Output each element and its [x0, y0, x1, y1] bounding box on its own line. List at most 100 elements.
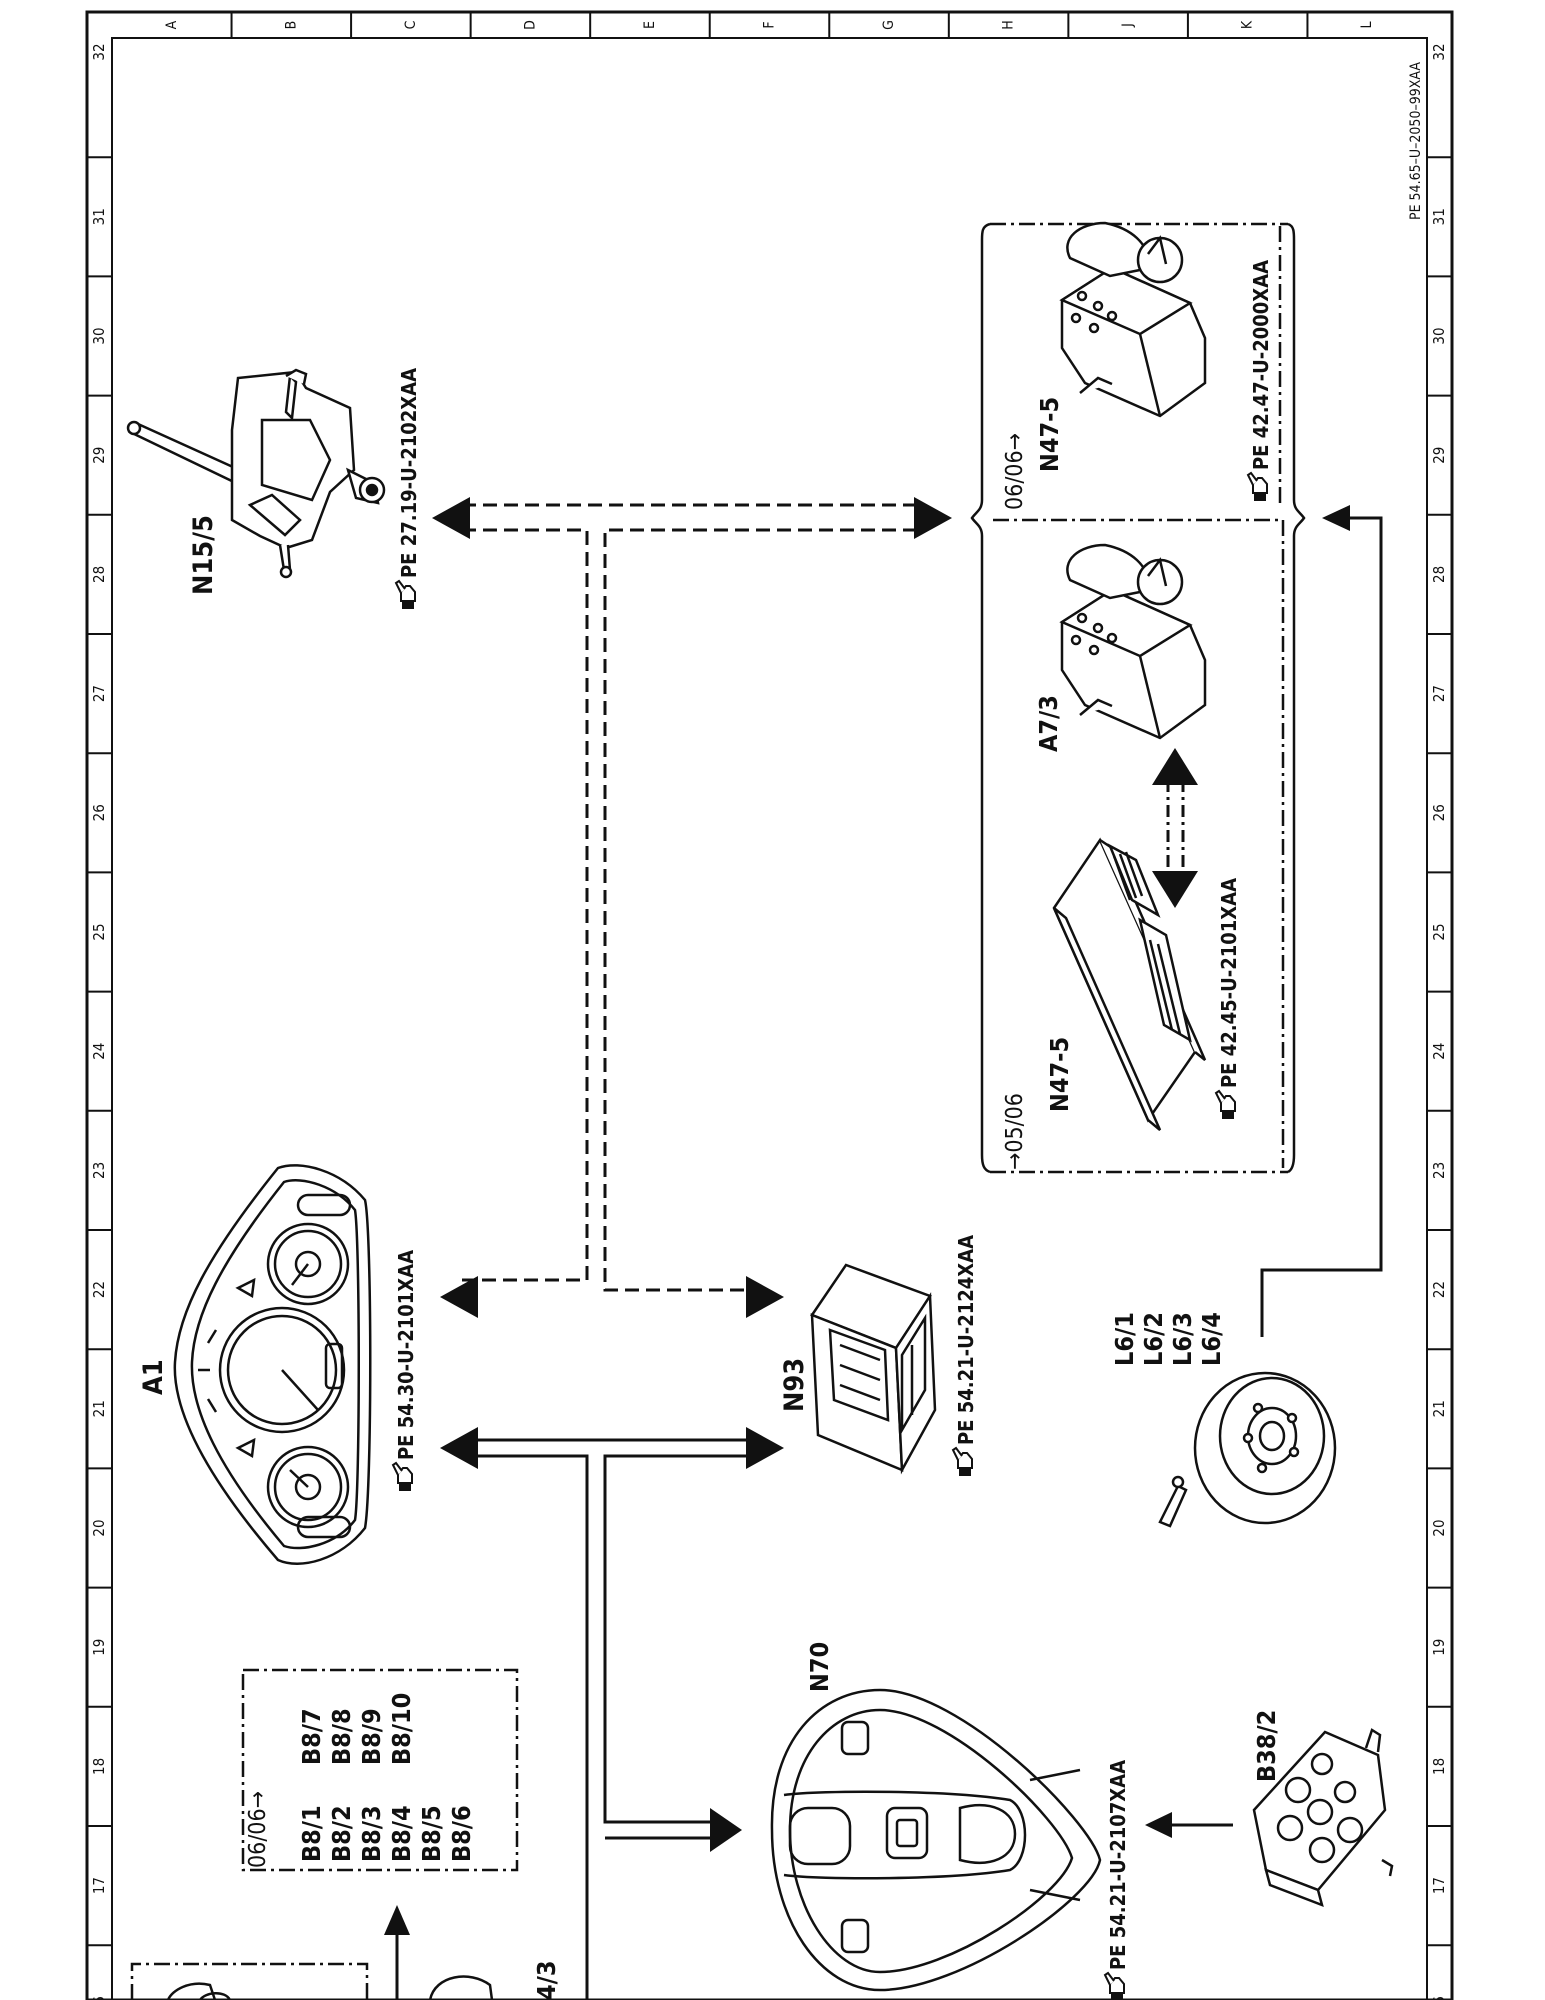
frame-row-number: 20: [90, 1519, 108, 1536]
frame-row-number: 16: [90, 1996, 108, 2000]
frame-row-number: 30: [90, 327, 108, 344]
solid-bus: [470, 1438, 746, 2000]
frame-grid-ticks: [87, 12, 1452, 1947]
hand-pointer-icon: [1247, 472, 1268, 502]
n15-5-ref-group: PE 27.19-U-2102XAA: [395, 368, 421, 610]
frame-row-number: 17: [1430, 1877, 1448, 1894]
frame-column-letter: G: [881, 20, 897, 30]
b8-3-label: B8/3: [357, 1805, 386, 1862]
frame-column-letter: J: [1120, 23, 1136, 28]
frame-row-number: 31: [90, 208, 108, 225]
n70-ref-group: PE 54.21-U-2107XAA: [1104, 1760, 1130, 2000]
frame-row-number: 28: [1430, 566, 1448, 583]
lower-left-partial-box: [130, 1962, 369, 2000]
frame-row-number: 23: [90, 1162, 108, 1179]
n93-ref-group: PE 54.21-U-2124XAA: [952, 1235, 978, 1477]
b8-7-label: B8/7: [297, 1708, 326, 1765]
solid-bus-arrows: [440, 1427, 784, 1852]
frame-row-number: 24: [90, 1043, 108, 1060]
frame-column-letter: F: [762, 21, 778, 28]
frame-row-number: 22: [1430, 1281, 1448, 1298]
a7-3-hydraulic-unit-illustration: [1059, 543, 1207, 740]
b8-5-label: B8/5: [417, 1805, 446, 1862]
n47-5-old-ref: PE 42.45-U-2101XAA: [1217, 878, 1241, 1088]
a1-ref: PE 54.30-U-2101XAA: [394, 1250, 418, 1460]
n47-5-old-control-module-illustration: [1052, 837, 1207, 1131]
l6-labels: L6/1 L6/2 L6/3 L6/4: [1110, 1312, 1226, 1366]
b38-2-sensor-illustration: [1252, 1728, 1394, 1908]
frame-row-number: 18: [1430, 1758, 1448, 1775]
b8-group-box: [241, 1668, 519, 1872]
l6-signal-line: [1260, 505, 1383, 1337]
frame-row-number: 30: [1430, 327, 1448, 344]
frame-row-number: 16: [1430, 1996, 1448, 2000]
n15-5-gear-selector-illustration: [126, 368, 386, 579]
can-bus-dashed-arrows: [432, 497, 952, 1318]
a1-ref-group: PE 54.30-U-2101XAA: [392, 1250, 418, 1492]
b8-4-label: B8/4: [387, 1805, 416, 1862]
l6-3-label: L6/3: [1168, 1312, 1197, 1366]
up-arrow-lower-left: [384, 1905, 410, 2000]
l6-1-label: L6/1: [1110, 1312, 1139, 1366]
b8-col2: B8/7 B8/8 B8/9 B8/10: [297, 1693, 416, 1765]
l6-2-label: L6/2: [1139, 1312, 1168, 1366]
frame-column-letter: H: [1001, 20, 1017, 29]
frame-row-number: 31: [1430, 208, 1448, 225]
frame-row-number: 32: [90, 43, 108, 60]
frame-row-number: 23: [1430, 1162, 1448, 1179]
frame-row-number: 19: [90, 1639, 108, 1656]
n47-5-new-ref-group: PE 42.47-U-2000XAA: [1247, 260, 1273, 502]
frame-column-letter: E: [642, 21, 658, 29]
hand-pointer-icon: [392, 1462, 413, 1492]
b8-9-label: B8/9: [357, 1708, 386, 1765]
frame-row-number: 24: [1430, 1043, 1448, 1060]
n47-5-new-version: 06/06→: [1002, 433, 1028, 510]
frame-row-number: 22: [90, 1281, 108, 1298]
n70-label: N70: [805, 1642, 834, 1692]
n47-5-new-ref: PE 42.47-U-2000XAA: [1249, 260, 1273, 470]
l6-4-label: L6/4: [1197, 1312, 1226, 1366]
n47-5-new-hydraulic-unit-illustration: [1059, 221, 1207, 418]
frame-row-number: 19: [1430, 1639, 1448, 1656]
frame-row-number: 18: [90, 1758, 108, 1775]
frame-row-number: 26: [1430, 804, 1448, 821]
b38-2-label: B38/2: [1252, 1710, 1281, 1782]
l6-wheel-speed-sensor-illustration: [1158, 1371, 1337, 1528]
n93-label: N93: [779, 1358, 810, 1412]
a1-label: A1: [138, 1359, 169, 1395]
b38-2-signal-arrow: [1145, 1812, 1233, 1838]
n47-5-old-ref-group: PE 42.45-U-2101XAA: [1215, 878, 1241, 1120]
n47-5-new-label: N47-5: [1035, 397, 1064, 472]
n15-5-label: N15/5: [188, 515, 219, 595]
n47-5-old-label: N47-5: [1045, 1037, 1074, 1112]
frame-row-number: 27: [1430, 685, 1448, 702]
frame-row-number: 26: [90, 804, 108, 821]
a1-instrument-cluster-illustration: [173, 1164, 372, 1565]
n47-5-a7-3-link: [1152, 748, 1198, 908]
a7-3-label: A7/3: [1034, 695, 1063, 752]
frame-row-number: 21: [1430, 1400, 1448, 1417]
frame-column-letter: D: [522, 20, 538, 30]
lower-left-partial-component: [166, 1975, 494, 2000]
n93-ref: PE 54.21-U-2124XAA: [954, 1235, 978, 1445]
n47-5-old-version: →05/06: [1002, 1093, 1028, 1170]
frame-column-letter: K: [1240, 20, 1256, 29]
frame-column-letter: B: [283, 21, 299, 30]
frame-row-number: 25: [1430, 923, 1448, 940]
partial-component-label: 4/3: [532, 1960, 561, 2000]
frame-row-number: 17: [90, 1877, 108, 1894]
b8-version: 06/06→: [245, 1791, 271, 1868]
n93-module-illustration: [810, 1263, 937, 1475]
frame-row-number: 25: [90, 923, 108, 940]
n70-ref: PE 54.21-U-2107XAA: [1106, 1760, 1130, 1970]
drawing-frame: [85, 10, 1454, 2000]
b8-10-label: B8/10: [387, 1693, 416, 1765]
n47-5-group-box: [970, 222, 1306, 1174]
frame-row-number: 21: [90, 1400, 108, 1417]
frame-row-number: 32: [1430, 43, 1448, 60]
b8-8-label: B8/8: [327, 1708, 356, 1765]
hand-pointer-icon: [1215, 1090, 1236, 1120]
hand-pointer-icon: [1104, 1972, 1125, 2000]
